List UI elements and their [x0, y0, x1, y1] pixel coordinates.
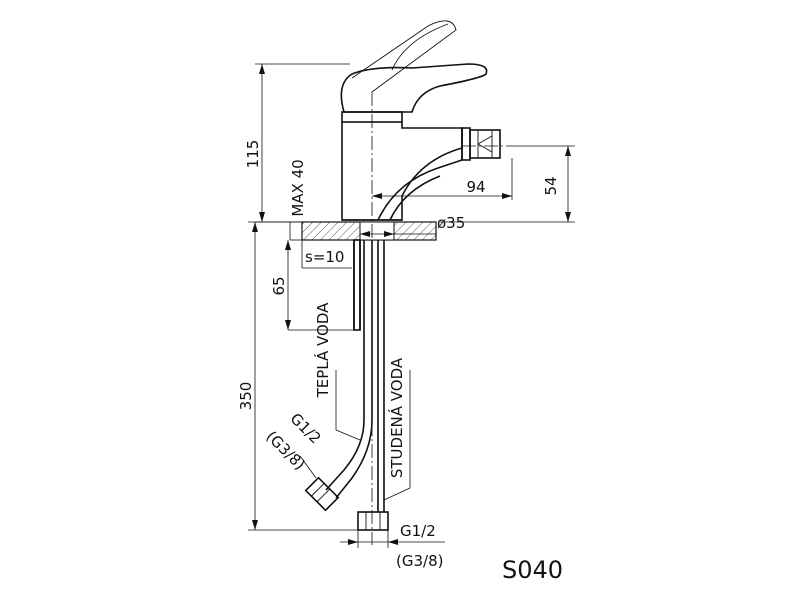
thread-hot-label: G1/2	[287, 409, 325, 447]
main-body	[341, 122, 463, 221]
hot-connector	[304, 476, 340, 512]
deck-hole	[359, 221, 395, 241]
model-code: S040	[502, 556, 563, 584]
thread-cold-label: G1/2	[400, 522, 436, 540]
hot-hose-right	[335, 240, 373, 499]
outlet-aerator	[469, 129, 501, 159]
axis-lines	[371, 92, 512, 545]
thread-cold-alt-label: (G3/8)	[396, 552, 443, 570]
dim-115: 115	[244, 140, 262, 169]
hoses	[304, 239, 389, 531]
dim-max-40: MAX 40	[289, 159, 307, 216]
hot-hose-upper	[353, 239, 361, 331]
cold-water-label: STUDENÁ VODA	[387, 357, 406, 478]
hot-water-label: TEPLÁ VODA	[313, 302, 332, 399]
dim-94: 94	[466, 178, 485, 196]
body-curve	[377, 159, 463, 221]
dim-thickness: s=10	[305, 248, 344, 266]
dim-54: 54	[542, 176, 560, 195]
dim-350: 350	[237, 382, 255, 411]
hot-hose-left	[325, 240, 365, 491]
spout-ring	[461, 127, 471, 161]
lever-raised-inner	[391, 23, 449, 71]
lever-raised-outline	[351, 20, 457, 93]
cold-connector	[357, 511, 389, 531]
deck-plate	[301, 219, 437, 241]
dimension-lines	[248, 63, 575, 548]
dim-diameter-35: ø35	[437, 214, 465, 232]
dimension-texts: 115 MAX 40 94 54 ø35 s=10 65 350	[237, 140, 560, 411]
body-curve-inner	[389, 175, 441, 221]
dim-65: 65	[270, 276, 288, 295]
lever-handle	[340, 63, 488, 113]
